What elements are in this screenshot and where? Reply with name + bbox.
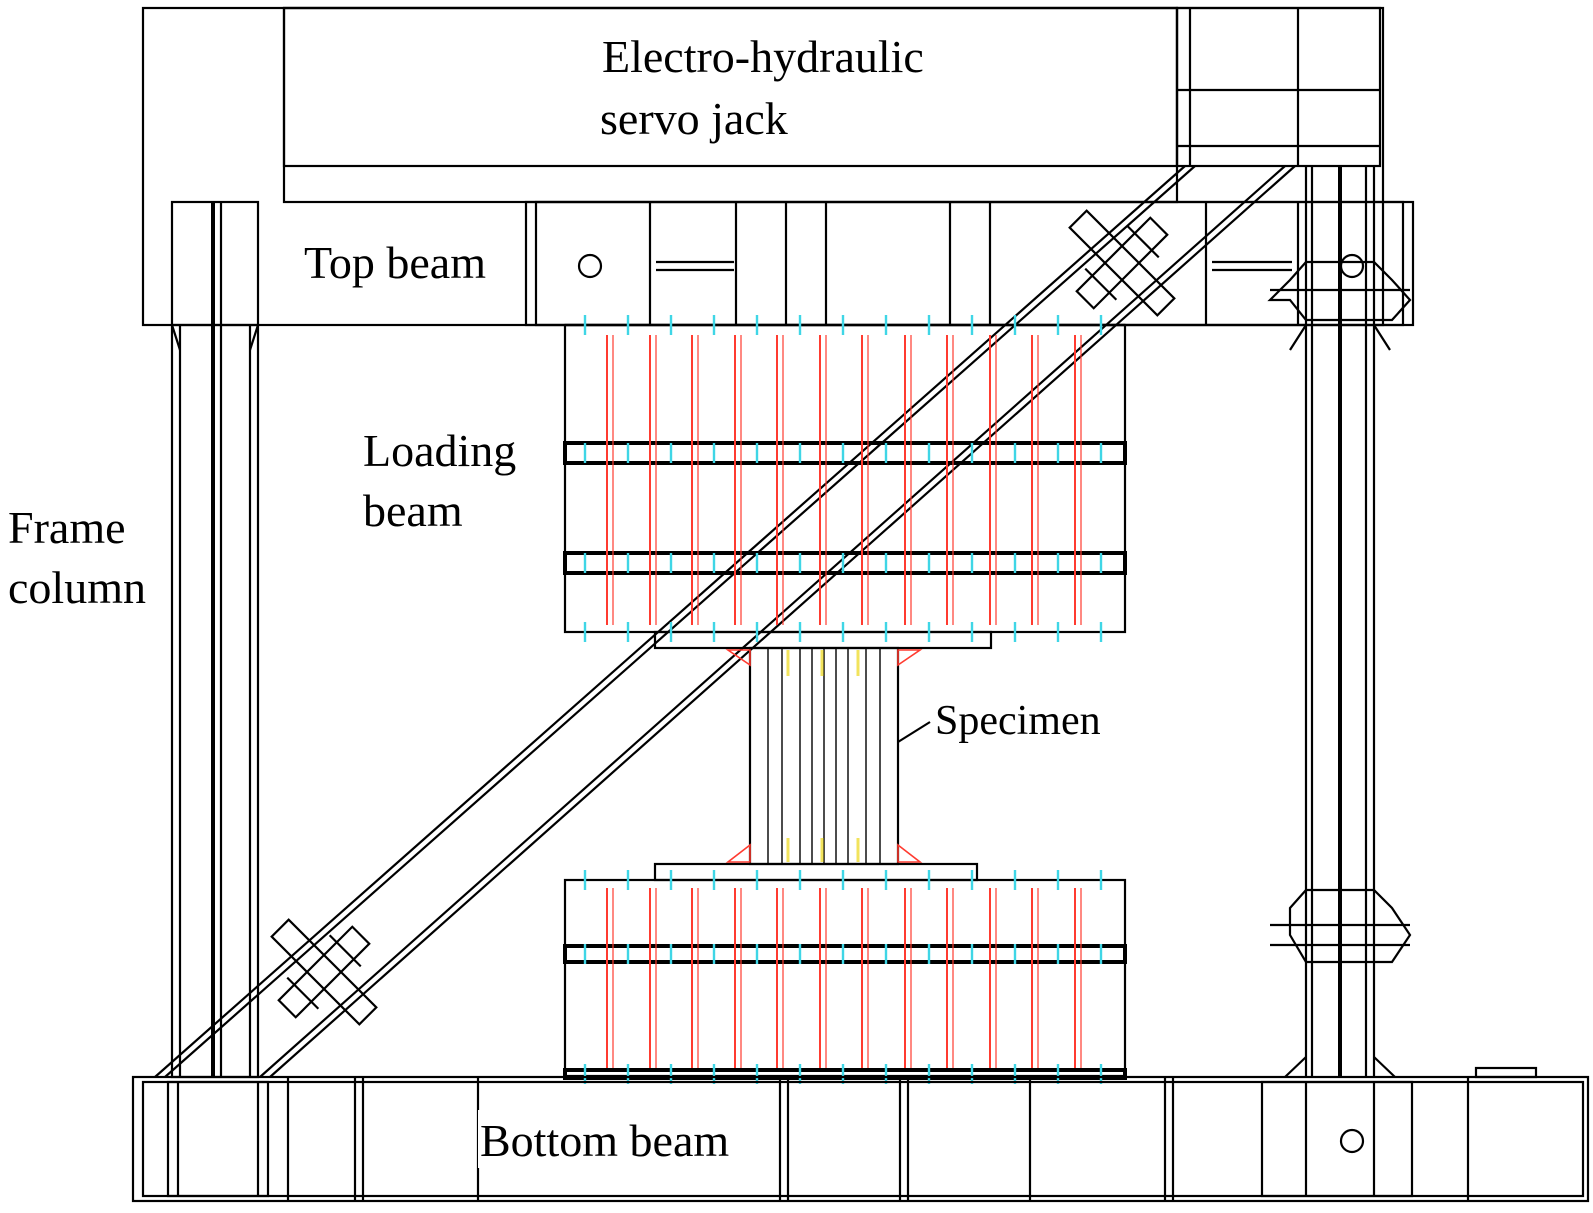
loading-beam-label-line2: beam — [363, 485, 463, 536]
bottom-beam — [131, 1066, 1590, 1203]
loading-beam-label-bg — [360, 420, 540, 538]
frame-column-label-bg — [4, 498, 166, 616]
lower-block-rebars — [606, 888, 1082, 1068]
frame-column-right — [1267, 166, 1412, 1078]
loading-beam — [563, 323, 1127, 650]
servo-jack-label-line1: Electro-hydraulic — [602, 31, 924, 82]
loading-beam-rebars — [606, 335, 1082, 625]
servo-jack-label-line2: servo jack — [600, 93, 788, 144]
bottom-beam-label: Bottom beam — [480, 1115, 729, 1166]
loading-beam-label-line1: Loading — [363, 425, 516, 476]
frame-column-left — [170, 200, 260, 1079]
specimen-label: Specimen — [935, 698, 1101, 744]
top-beam-label: Top beam — [304, 237, 486, 288]
specimen — [725, 646, 923, 866]
frame-column-label-line2: column — [8, 562, 146, 613]
top-beam-label-bg — [300, 232, 520, 292]
specimen-leader-line — [897, 721, 931, 743]
bottom-beam-label-bg — [478, 1110, 768, 1168]
top-beam — [524, 200, 1415, 327]
lower-block — [563, 862, 1127, 1080]
loading-beam-bolts — [583, 315, 1103, 642]
frame-column-label-line1: Frame — [8, 502, 126, 553]
specimen-strain-markers — [786, 650, 860, 862]
lower-block-bolts — [583, 870, 1103, 1084]
